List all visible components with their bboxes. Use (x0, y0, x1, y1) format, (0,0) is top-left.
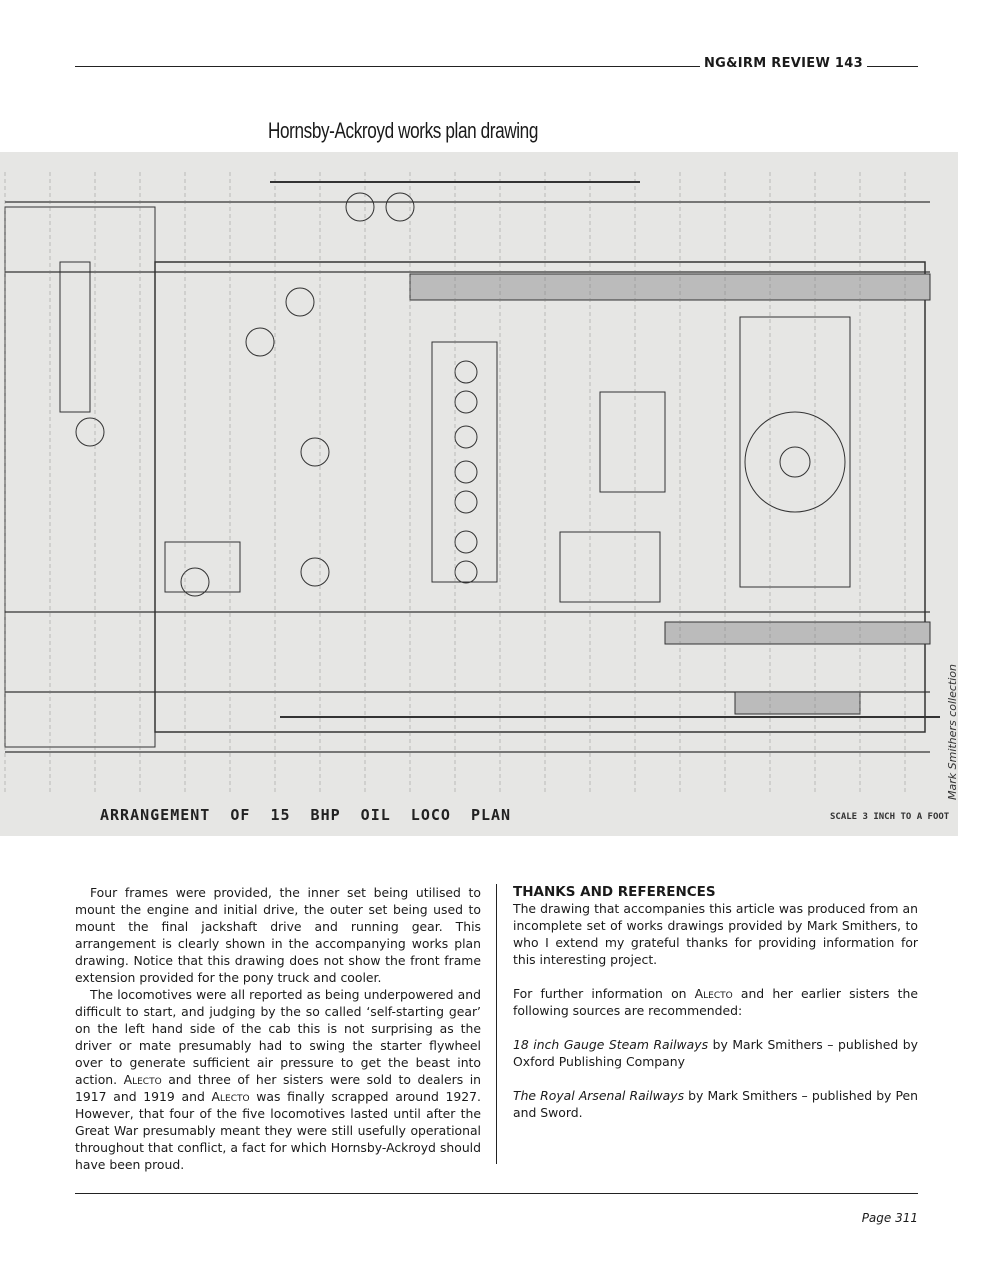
running-title: NG&IRM REVIEW 143 (700, 56, 867, 71)
photo-credit: Mark Smithers collection (946, 664, 959, 800)
page-number: Page 311 (861, 1211, 918, 1225)
reference-item: 18 inch Gauge Steam Railways by Mark Smi… (513, 1037, 918, 1069)
left-column: Four frames were provided, the inner set… (75, 884, 481, 1173)
footer-rule (75, 1193, 918, 1194)
drawing-scale: SCALE 3 INCH TO A FOOT (830, 812, 950, 822)
paragraph: Four frames were provided, the inner set… (75, 885, 481, 985)
drawing-linework (4, 172, 940, 792)
right-column: THANKS AND REFERENCES The drawing that a… (513, 884, 918, 1138)
thanks-paragraph: The drawing that accompanies this articl… (513, 901, 918, 967)
works-plan-drawing (0, 152, 958, 836)
column-divider (496, 884, 497, 1164)
drawing-caption: ARRANGEMENT OF 15 BHP OIL LOCO PLAN (100, 806, 512, 824)
reference-item: The Royal Arsenal Railways by Mark Smith… (513, 1088, 919, 1120)
header-rule-left (75, 66, 705, 67)
figure-title: Hornsby-Ackroyd works plan drawing (268, 118, 538, 143)
paragraph: The locomotives were all reported as bei… (75, 987, 481, 1172)
further-info-paragraph: For further information on Alecto and he… (513, 986, 918, 1018)
section-heading: THANKS AND REFERENCES (513, 884, 716, 900)
header-rule-right (860, 66, 918, 67)
